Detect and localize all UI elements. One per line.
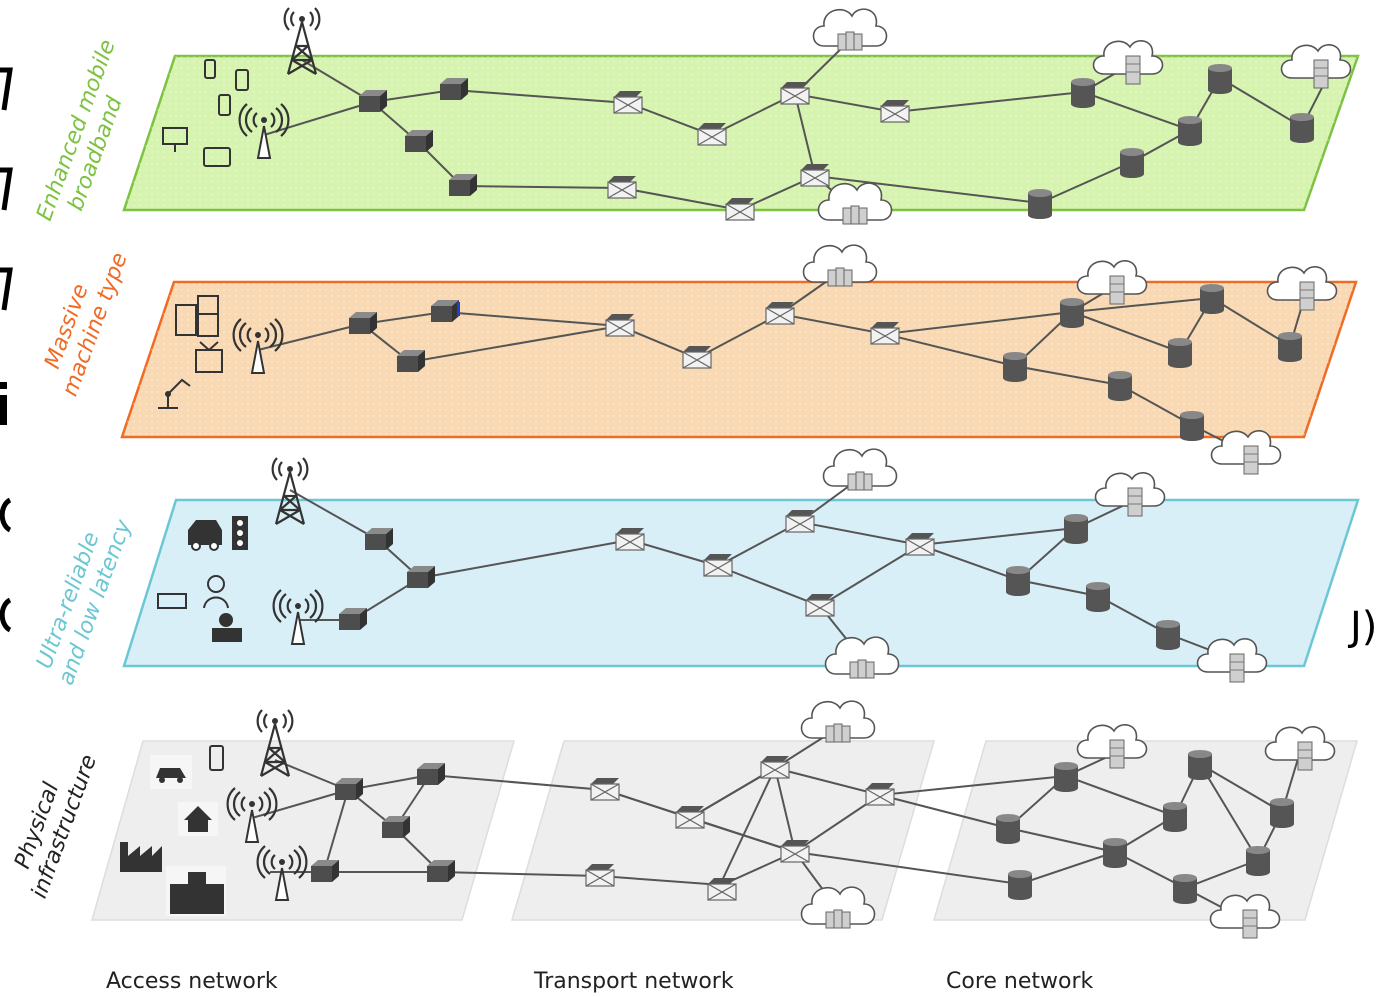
label-transport-network: Transport network xyxy=(533,969,734,994)
layer-embb: Enhanced mobile broadband xyxy=(32,6,1360,225)
embb-devices xyxy=(162,59,249,167)
label-core-network: Core network xyxy=(946,969,1094,994)
physical-devices xyxy=(120,745,226,916)
layer-mmtc: Massive machine type xyxy=(33,241,1358,475)
layer-urllc-plane xyxy=(122,498,1360,668)
layer-urllc: Ultra-reliable and low latency xyxy=(29,448,1360,689)
svg-text:Physical infrastructure: Physical infrastructure xyxy=(3,743,102,902)
left-edge-fragments xyxy=(0,67,13,633)
layer-physical: Physical infrastructure xyxy=(3,700,1358,939)
svg-text:Ultra-reliable and low l: Ultra-reliable and low latency xyxy=(29,507,137,689)
right-edge-fragment: J) xyxy=(1347,604,1377,650)
urllc-devices xyxy=(157,516,248,642)
label-access-network: Access network xyxy=(106,969,278,994)
svg-text:Massive machine type: Massive machine type xyxy=(33,241,132,400)
mmtc-devices xyxy=(158,295,223,409)
